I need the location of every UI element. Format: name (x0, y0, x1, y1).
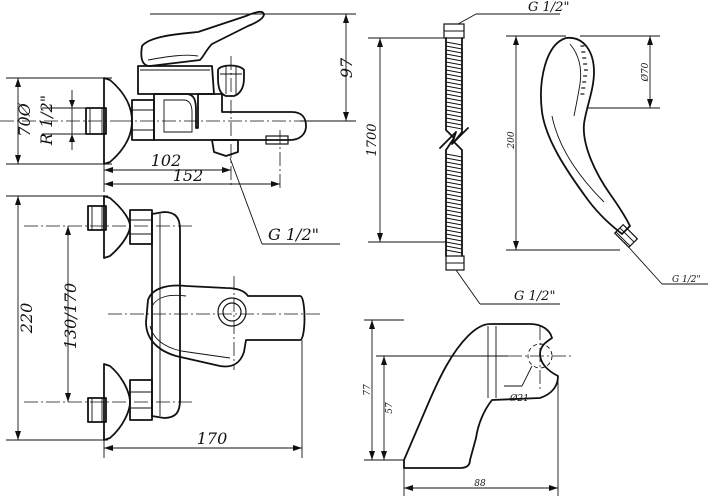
hose-rib (445, 53, 463, 58)
hose-rib (445, 89, 463, 94)
shower-length-label: 200 (507, 131, 517, 149)
hose-rib (445, 45, 463, 50)
hose-rib (445, 65, 463, 70)
hose-rib (445, 105, 463, 110)
hose-rib (445, 77, 463, 82)
dim-220-label: 220 (17, 303, 36, 335)
hose-rib (445, 193, 463, 198)
upper-flange (103, 195, 131, 259)
handle-base (137, 65, 215, 95)
hose-rib (445, 177, 463, 182)
hose-rib (445, 233, 463, 238)
lever-top (145, 284, 306, 368)
hose-bottom-thread-label: G 1/2" (514, 289, 555, 304)
wall-holder: Ø21 77 57 88 (363, 319, 572, 496)
faucet-top-view: 220 130/170 170 (6, 195, 320, 458)
hose-rib (445, 169, 463, 174)
hose-rib (445, 61, 463, 66)
hose-rib (445, 249, 463, 254)
dim-102-label: 102 (151, 151, 182, 170)
holder-width-label: 88 (474, 479, 486, 489)
hose-rib (445, 109, 463, 114)
hose-rib (445, 185, 463, 190)
hose-ribs (445, 41, 463, 254)
diverter-knob (217, 64, 245, 97)
hose-rib (445, 93, 463, 98)
hose-rib (445, 241, 463, 246)
hose-rib (445, 217, 463, 222)
dim-70-label: 70Ø (15, 102, 34, 136)
dim-spacing-label: 130/170 (61, 283, 80, 349)
hose-rib (445, 69, 463, 74)
hose-rib (445, 81, 463, 86)
faucet-front-view: 97 70Ø R 1/2" 102 152 G 1/2" (0, 10, 356, 245)
body-bar (151, 211, 181, 419)
hose-length-label: 1700 (365, 123, 380, 156)
lever-knob (217, 297, 247, 327)
spout-outlet (211, 139, 239, 157)
shower-nozzles (580, 45, 588, 95)
dim-170-label: 170 (197, 429, 228, 448)
hose-rib (445, 117, 463, 122)
hose-rib (445, 229, 463, 234)
hex-nut (131, 99, 155, 141)
hose-rib (445, 225, 463, 230)
hose-rib (445, 101, 463, 106)
hose-rib (445, 57, 463, 62)
hose-rib (445, 121, 463, 126)
shower-head: 200 Ø70 G 1/2" (506, 35, 708, 285)
hose-rib (445, 125, 463, 130)
hose-rib (445, 41, 463, 46)
hose-rib (445, 201, 463, 206)
outlet-thread-label: G 1/2" (268, 225, 319, 244)
hose-rib (445, 197, 463, 202)
hose-rib (445, 97, 463, 102)
hose-rib (445, 209, 463, 214)
thread-r-label: R 1/2" (37, 95, 56, 146)
hose-rib (445, 73, 463, 78)
hose-break (439, 127, 469, 149)
holder-height-57-label: 57 (385, 402, 395, 414)
shower-head-outline (540, 37, 631, 235)
hose-rib (445, 157, 463, 162)
hose-rib (445, 85, 463, 90)
hose-rib (445, 49, 463, 54)
hose-rib (445, 153, 463, 158)
holder-dia-label: Ø21 (509, 393, 529, 404)
faucet-body (153, 93, 307, 141)
hose-rib (445, 221, 463, 226)
shower-head-thread (613, 223, 639, 249)
hose-rib (445, 237, 463, 242)
hose-rib (445, 245, 463, 250)
hose-rib (445, 189, 463, 194)
hose-rib (445, 161, 463, 166)
hose-rib (445, 205, 463, 210)
shower-thread-label: G 1/2" (672, 275, 701, 285)
hose-rib (445, 165, 463, 170)
dim-97-label: 97 (337, 57, 356, 78)
shower-hose: G 1/2" G 1/2" 1700 (365, 0, 569, 305)
hose-top-thread-label: G 1/2" (528, 0, 569, 15)
hose-rib (445, 113, 463, 118)
hose-rib (445, 173, 463, 178)
hose-rib (445, 213, 463, 218)
hose-rib (445, 181, 463, 186)
dim-152-label: 152 (173, 166, 204, 185)
shower-dia-label: Ø70 (640, 62, 651, 82)
holder-height-77-label: 77 (363, 384, 373, 396)
